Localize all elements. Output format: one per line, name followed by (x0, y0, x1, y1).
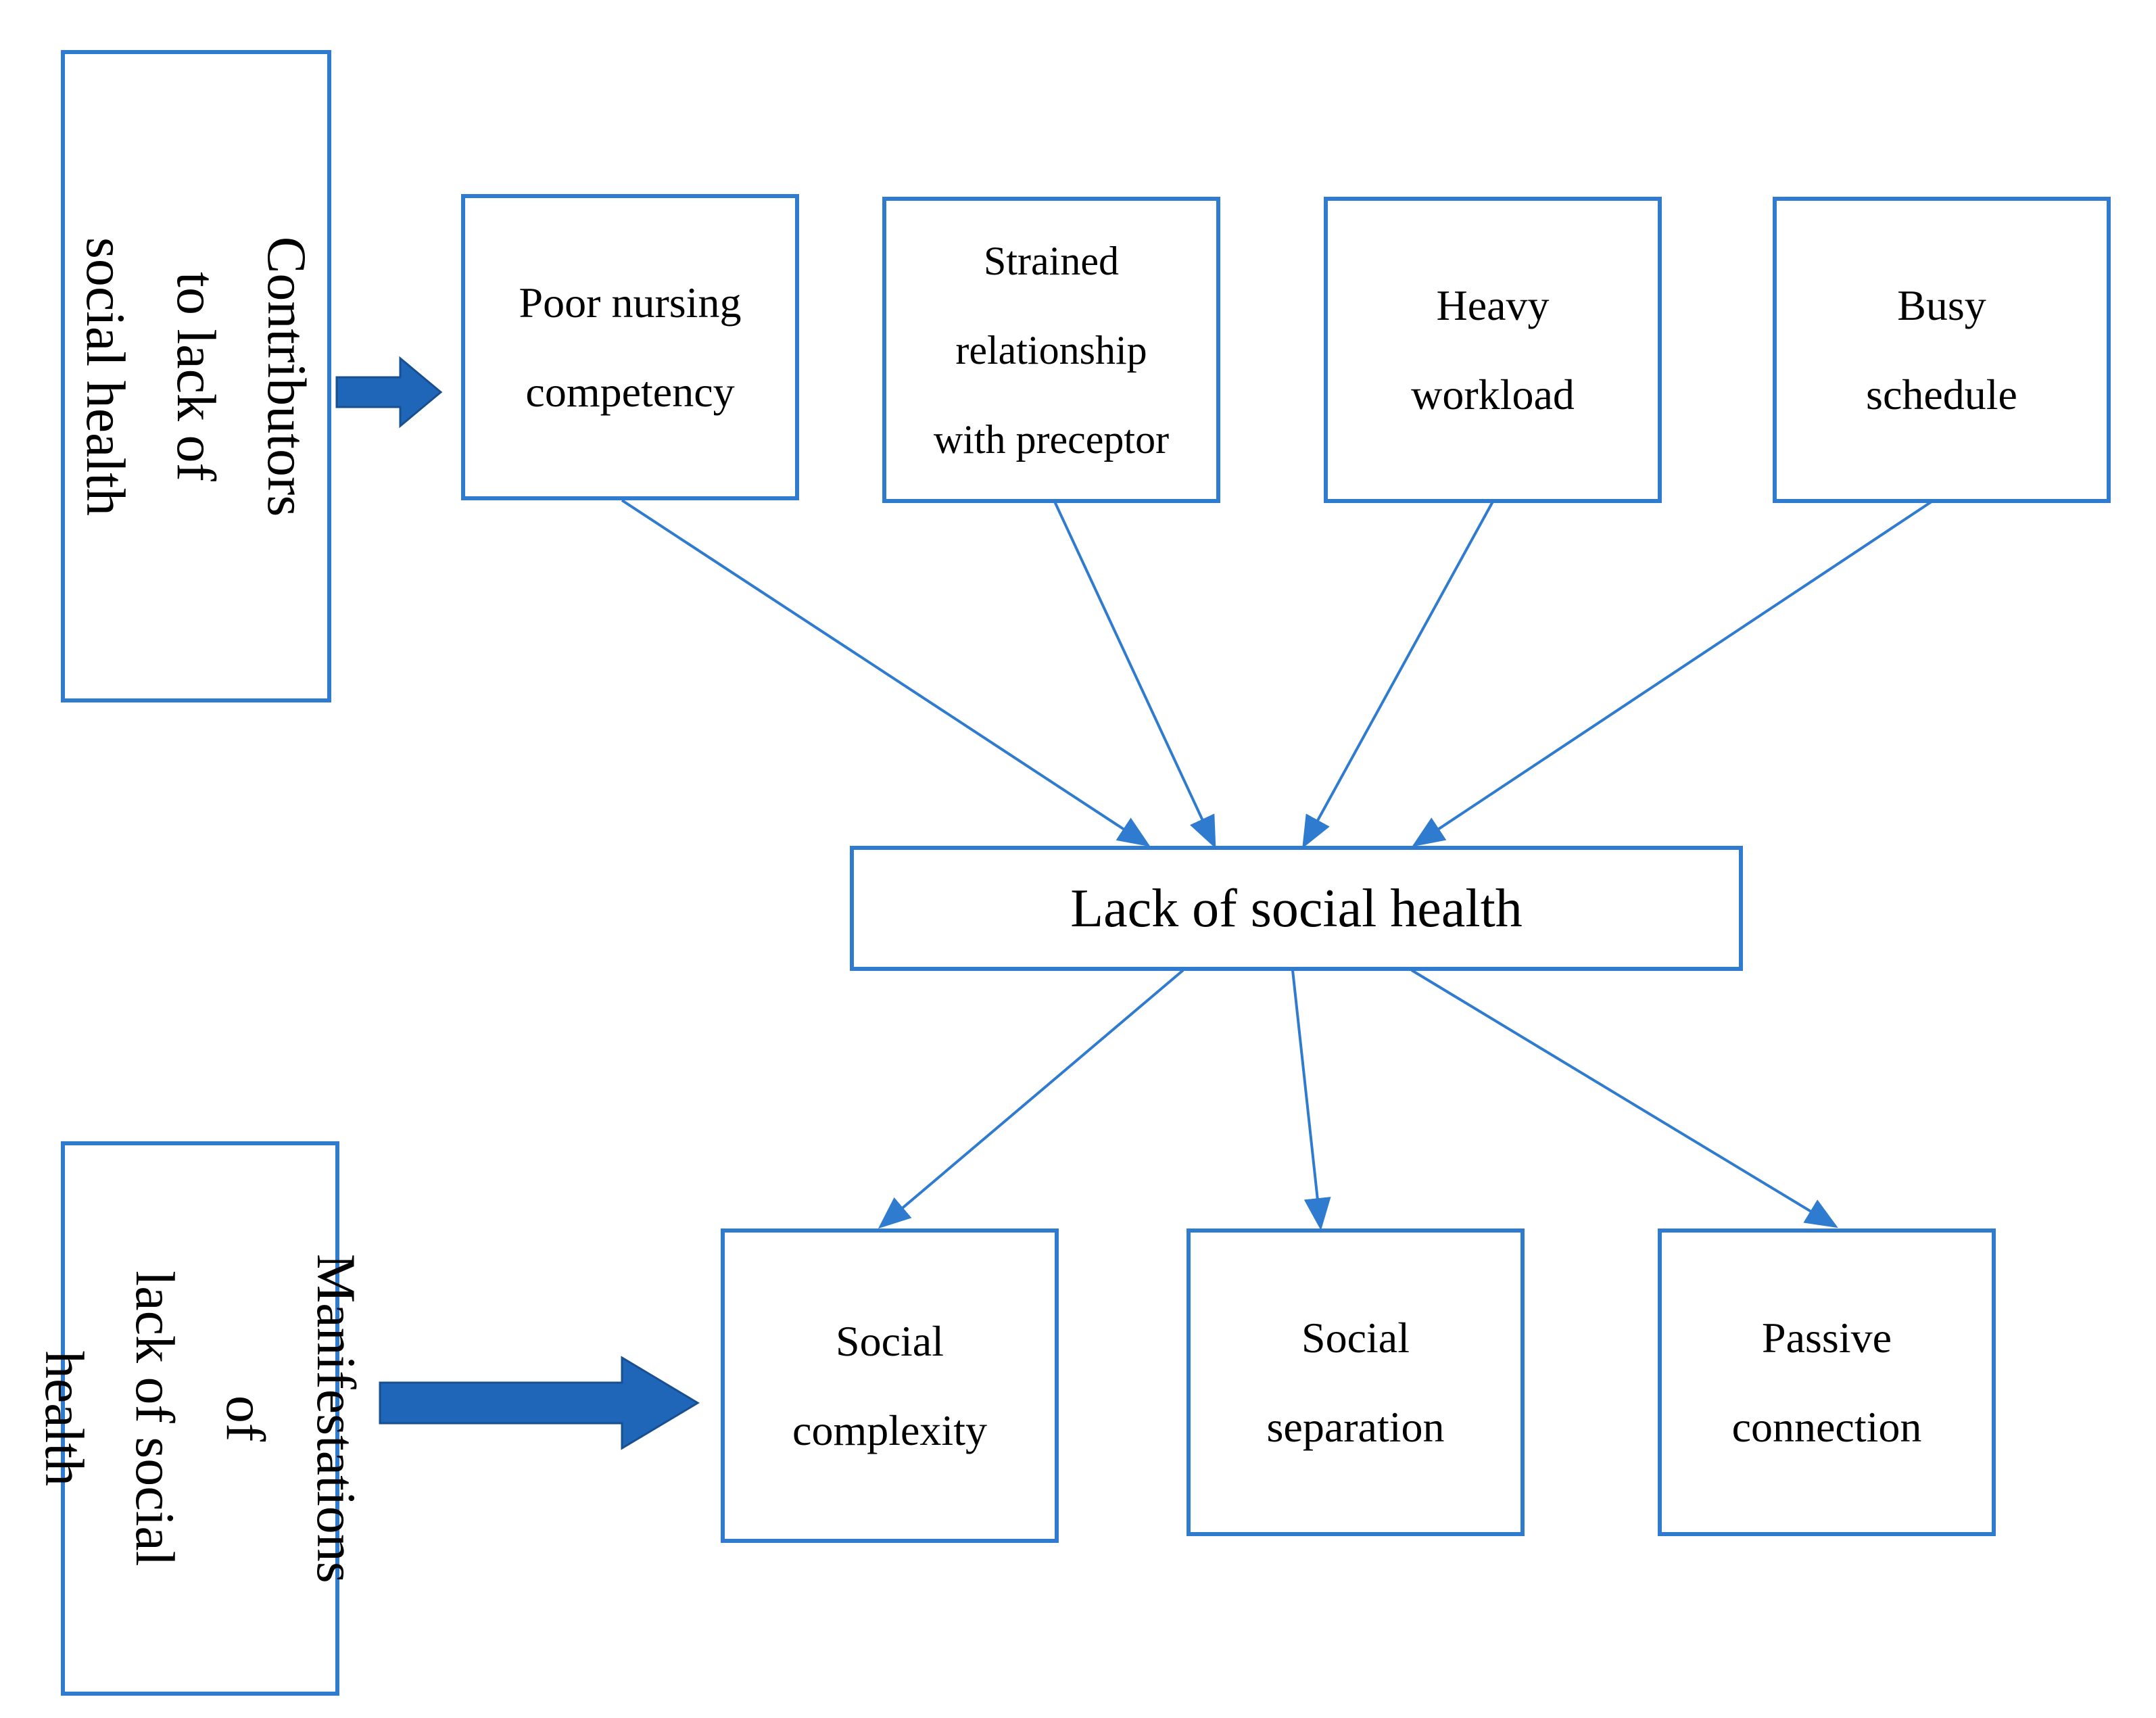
manifestations-label: Manifestations of lack of social health (34, 1254, 367, 1583)
center-box-lack-of-social-health: Lack of social health (850, 846, 1743, 971)
contributors-label: Contributors to lack of social health (75, 236, 318, 517)
contributor-box-busy-schedule: Busy schedule (1773, 197, 2111, 503)
arrow-center-to-social-complexity (878, 969, 1184, 1229)
contributor-label: Strained relationship with preceptor (933, 238, 1170, 462)
manifestation-label: Social separation (1266, 1313, 1445, 1451)
contributor-label: Busy schedule (1866, 281, 2017, 419)
manifestations-label-box: Manifestations of lack of social health (34, 1141, 367, 1696)
contributor-label: Heavy workload (1411, 281, 1575, 419)
contributor-box-poor-nursing-competency: Poor nursing competency (461, 194, 799, 500)
manifestation-label: Passive connection (1731, 1313, 1922, 1451)
contributor-box-heavy-workload: Heavy workload (1324, 197, 1662, 503)
block-arrow-contributors (335, 356, 443, 429)
manifestation-box-passive-connection: Passive connection (1658, 1228, 1996, 1536)
center-label: Lack of social health (1070, 878, 1523, 938)
arrow-center-to-passive-connection (1410, 969, 1838, 1228)
arrow-busy-schedule-to-center (1412, 499, 1935, 847)
contributors-label-box: Contributors to lack of social health (61, 50, 331, 702)
manifestation-box-social-complexity: Social complexity (721, 1228, 1059, 1543)
manifestation-box-social-separation: Social separation (1187, 1228, 1525, 1536)
block-arrow-manifestations (379, 1356, 700, 1450)
arrow-strained-relationship-to-center (1053, 501, 1216, 849)
arrow-center-to-social-separation (1291, 970, 1331, 1231)
arrow-poor-nursing-to-center (621, 499, 1151, 847)
arrow-heavy-workload-to-center (1302, 501, 1494, 849)
contributor-box-strained-relationship: Strained relationship with preceptor (882, 197, 1220, 503)
contributor-label: Poor nursing competency (519, 278, 742, 416)
manifestation-label: Social complexity (792, 1316, 987, 1454)
